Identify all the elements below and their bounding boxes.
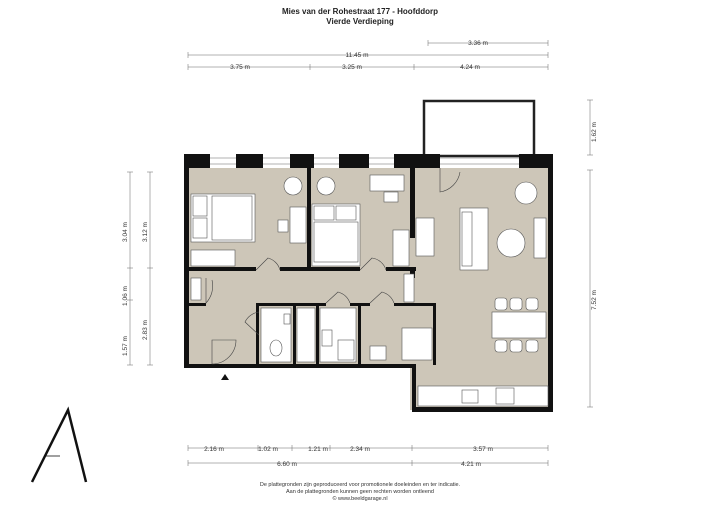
dimension-lines-top <box>187 40 549 70</box>
dim-right-balcony: 1.62 m <box>591 122 598 142</box>
dim-top-balcony: 3.36 m <box>468 40 488 47</box>
bedroom-1-furniture <box>190 176 307 267</box>
dim-bottom-2: 1.02 m <box>258 446 278 453</box>
footer-disclaimer-1: De plattegronden zijn geproduceerd voor … <box>259 482 461 488</box>
dim-left-outer-mid: 1.06 m <box>122 286 129 306</box>
living-furniture <box>415 181 549 407</box>
dim-bottom-3: 1.21 m <box>308 446 328 453</box>
brand-logo <box>30 406 88 483</box>
dim-top-right: 4.24 m <box>460 64 480 71</box>
entrance-marker <box>221 374 229 380</box>
plan-title: Mies van der Rohestraat 177 - Hoofddorp <box>281 7 439 16</box>
dim-top-total: 11.45 m <box>345 52 368 59</box>
hallway-furniture <box>190 273 415 303</box>
footer-disclaimer-2: Aan de plattegronden kunnen geen rechten… <box>285 489 434 495</box>
doors <box>205 168 461 365</box>
dim-bottom-4: 2.34 m <box>350 446 370 453</box>
dim-bottom-total-left: 6.60 m <box>277 461 297 468</box>
footer-credit: © www.beeldgarage.nl <box>332 496 388 502</box>
dim-bottom-1: 2.16 m <box>204 446 224 453</box>
dim-left-inner-bottom: 2.83 m <box>142 320 149 340</box>
bathroom-fixtures <box>260 307 357 363</box>
dimension-lines-bottom <box>187 445 549 466</box>
storage-fixtures <box>369 327 433 361</box>
dim-left-outer-top: 3.04 m <box>122 222 129 242</box>
dim-top-left: 3.75 m <box>230 64 250 71</box>
balcony <box>422 99 536 158</box>
dim-top-mid: 3.25 m <box>342 64 362 71</box>
windows <box>210 157 519 165</box>
plan-subtitle: Vierde Verdieping <box>326 17 394 26</box>
dim-right-main: 7.52 m <box>591 290 598 310</box>
outer-walls <box>184 154 553 412</box>
dim-bottom-5: 3.57 m <box>473 446 493 453</box>
dim-bottom-total-right: 4.21 m <box>461 461 481 468</box>
bedroom-2-furniture <box>311 174 410 267</box>
dim-left-outer-bottom: 1.57 m <box>122 336 129 356</box>
dim-left-inner-top: 3.12 m <box>142 222 149 242</box>
dimension-lines-right <box>587 99 593 408</box>
dimension-lines-left <box>127 171 153 366</box>
